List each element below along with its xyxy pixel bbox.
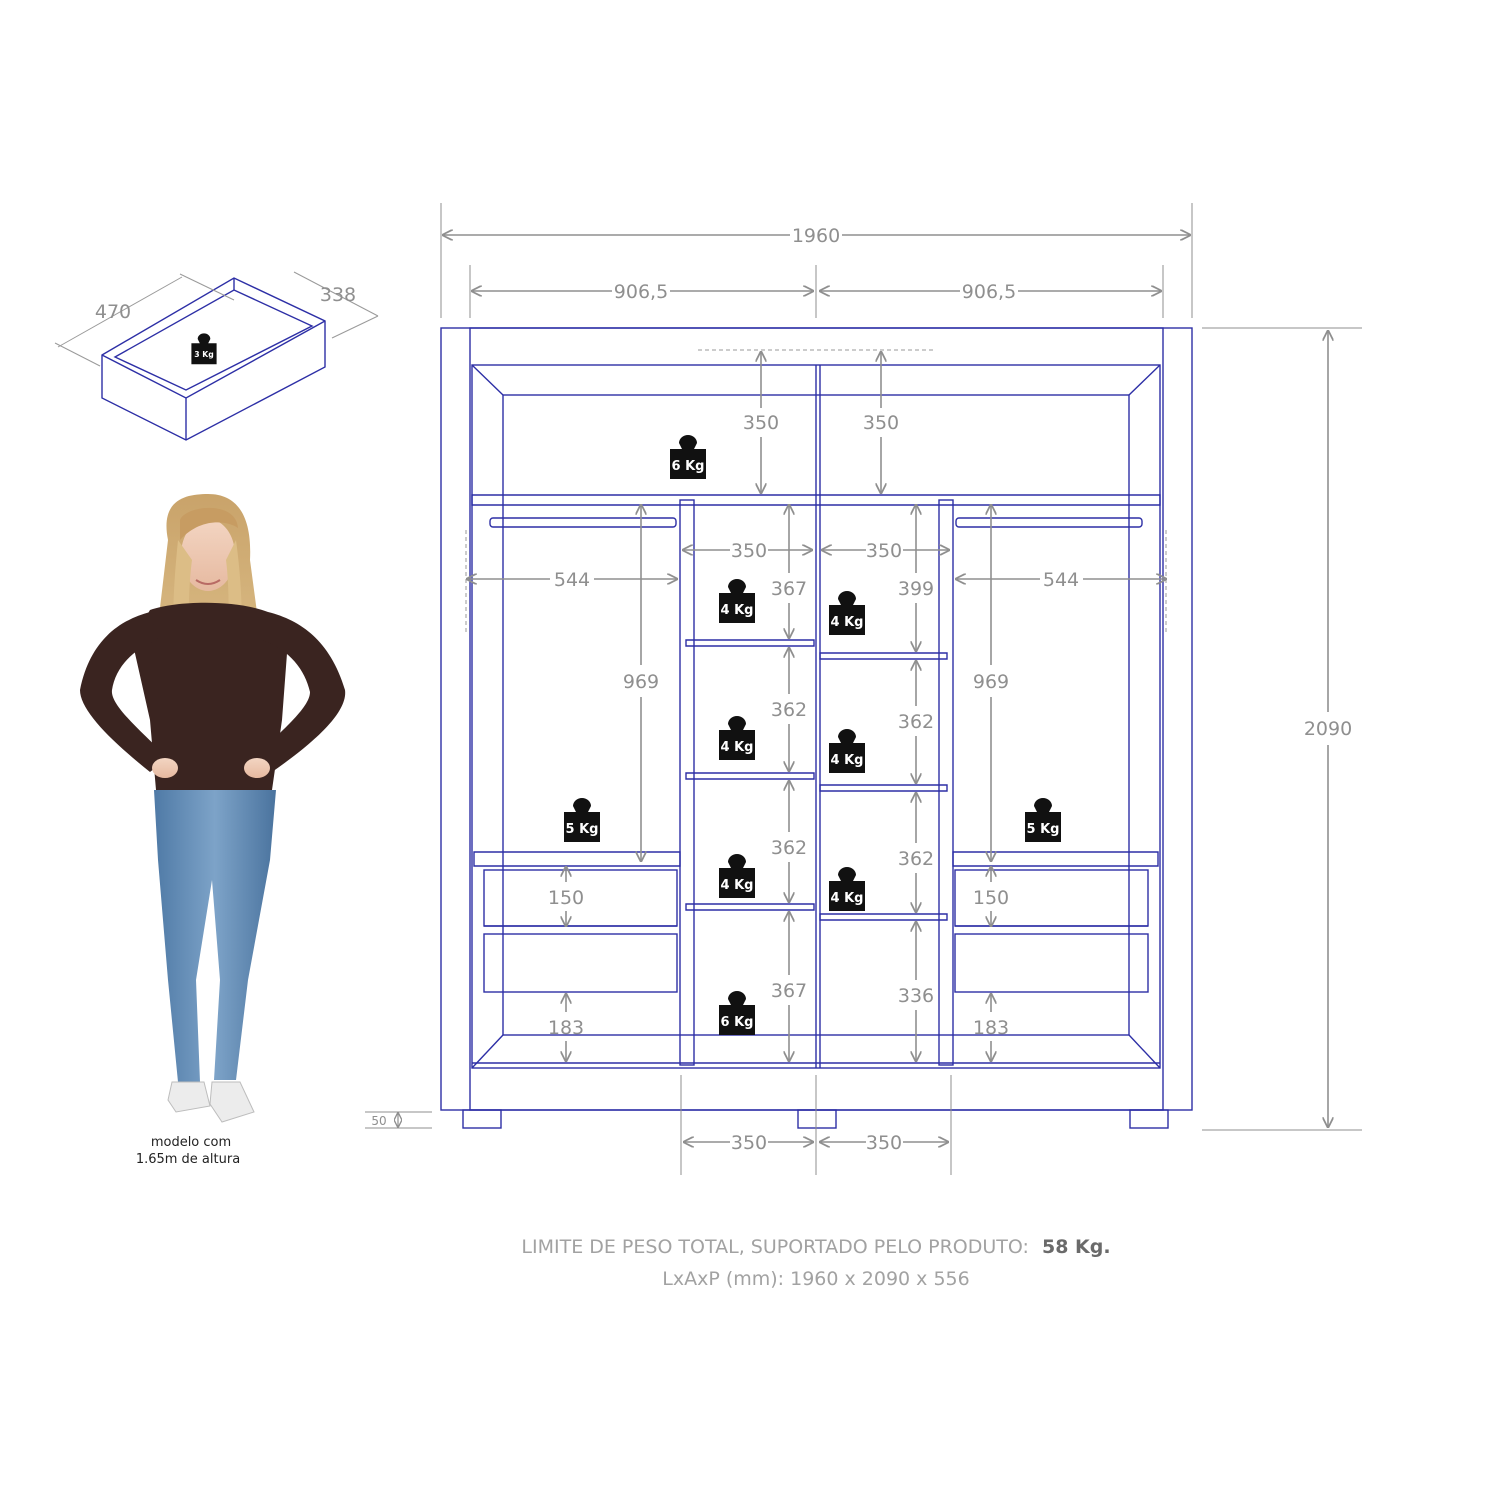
svg-text:4 Kg: 4 Kg: [831, 753, 864, 768]
model-caption-line2: 1.65m de altura: [136, 1152, 240, 1167]
dim-inner-right-width: 350: [866, 540, 902, 562]
dim-inner-left-row: 367: [771, 980, 807, 1002]
svg-text:6 Kg: 6 Kg: [721, 1015, 754, 1030]
dim-base-left: 350: [731, 1132, 767, 1154]
svg-text:6 Kg: 6 Kg: [672, 459, 705, 474]
dim-top-left: 350: [743, 412, 779, 434]
dim-inner-left-row: 367: [771, 578, 807, 600]
weight-icon: 4 Kg: [719, 716, 755, 760]
dim-hang-right: 544: [1043, 569, 1079, 591]
dim-hang-left: 544: [554, 569, 590, 591]
svg-text:4 Kg: 4 Kg: [721, 740, 754, 755]
dimension-lines: [365, 203, 1362, 1175]
svg-text:3 Kg: 3 Kg: [194, 350, 214, 359]
dim-hang-height-left: 969: [623, 671, 659, 693]
dim-inner-left-row: 362: [771, 837, 807, 859]
dim-drawer-right: 150: [973, 887, 1009, 909]
dim-inner-right-row: 362: [898, 711, 934, 733]
weight-icons: 6 Kg 4 Kg 4 Kg 4 Kg 6 Kg 4 Kg 4 Kg 4 Kg: [564, 435, 1061, 1035]
weight-icon: 5 Kg: [564, 798, 600, 842]
weight-icon: 4 Kg: [829, 591, 865, 635]
dim-foot-height: 50: [371, 1114, 386, 1128]
weight-icon: 4 Kg: [829, 867, 865, 911]
drawer-depth-label: 338: [320, 284, 356, 306]
drawer-detail: 470 338 3 Kg: [54, 271, 379, 441]
svg-text:5 Kg: 5 Kg: [566, 822, 599, 837]
wardrobe-frame: [440, 327, 1193, 1129]
model-caption-line1: modelo com: [151, 1135, 231, 1150]
dim-inner-left-width: 350: [731, 540, 767, 562]
svg-text:4 Kg: 4 Kg: [721, 603, 754, 618]
dim-inner-right-row: 336: [898, 985, 934, 1007]
svg-text:4 Kg: 4 Kg: [721, 878, 754, 893]
weight-icon: 4 Kg: [719, 854, 755, 898]
weight-icon: 4 Kg: [719, 579, 755, 623]
weight-icon: 3 Kg: [191, 333, 217, 365]
dim-inner-left-row: 362: [771, 699, 807, 721]
weight-icon: 6 Kg: [719, 991, 755, 1035]
dim-half-right: 906,5: [962, 281, 1016, 303]
weight-limit-value: 58 Kg.: [1042, 1236, 1111, 1258]
dim-inner-right-row: 362: [898, 848, 934, 870]
weight-limit-label: LIMITE DE PESO TOTAL, SUPORTADO PELO PRO…: [521, 1236, 1028, 1258]
dim-top-right: 350: [863, 412, 899, 434]
dim-total-height: 2090: [1304, 718, 1352, 740]
footer: LIMITE DE PESO TOTAL, SUPORTADO PELO PRO…: [521, 1236, 1110, 1290]
svg-text:5 Kg: 5 Kg: [1027, 822, 1060, 837]
weight-icon: 5 Kg: [1025, 798, 1061, 842]
dimension-labels: 1960 906,5 906,5 2090 350 350 544 544 96…: [371, 225, 1352, 1154]
dim-inner-right-row: 399: [898, 578, 934, 600]
svg-text:4 Kg: 4 Kg: [831, 891, 864, 906]
weight-icon: 4 Kg: [829, 729, 865, 773]
model-figure: modelo com 1.65m de altura: [80, 494, 346, 1167]
dimensions-summary: LxAxP (mm): 1960 x 2090 x 556: [662, 1268, 969, 1290]
dim-hang-height-right: 969: [973, 671, 1009, 693]
dim-base-right: 350: [866, 1132, 902, 1154]
weight-icon: 6 Kg: [670, 435, 706, 479]
dim-drawer-left: 150: [548, 887, 584, 909]
dim-bottom-left: 183: [548, 1017, 584, 1039]
weight-limit-text: LIMITE DE PESO TOTAL, SUPORTADO PELO PRO…: [521, 1236, 1110, 1258]
svg-text:4 Kg: 4 Kg: [831, 615, 864, 630]
drawer-width-label: 470: [95, 301, 131, 323]
dim-bottom-right: 183: [973, 1017, 1009, 1039]
dim-total-width: 1960: [792, 225, 840, 247]
dim-half-left: 906,5: [614, 281, 668, 303]
